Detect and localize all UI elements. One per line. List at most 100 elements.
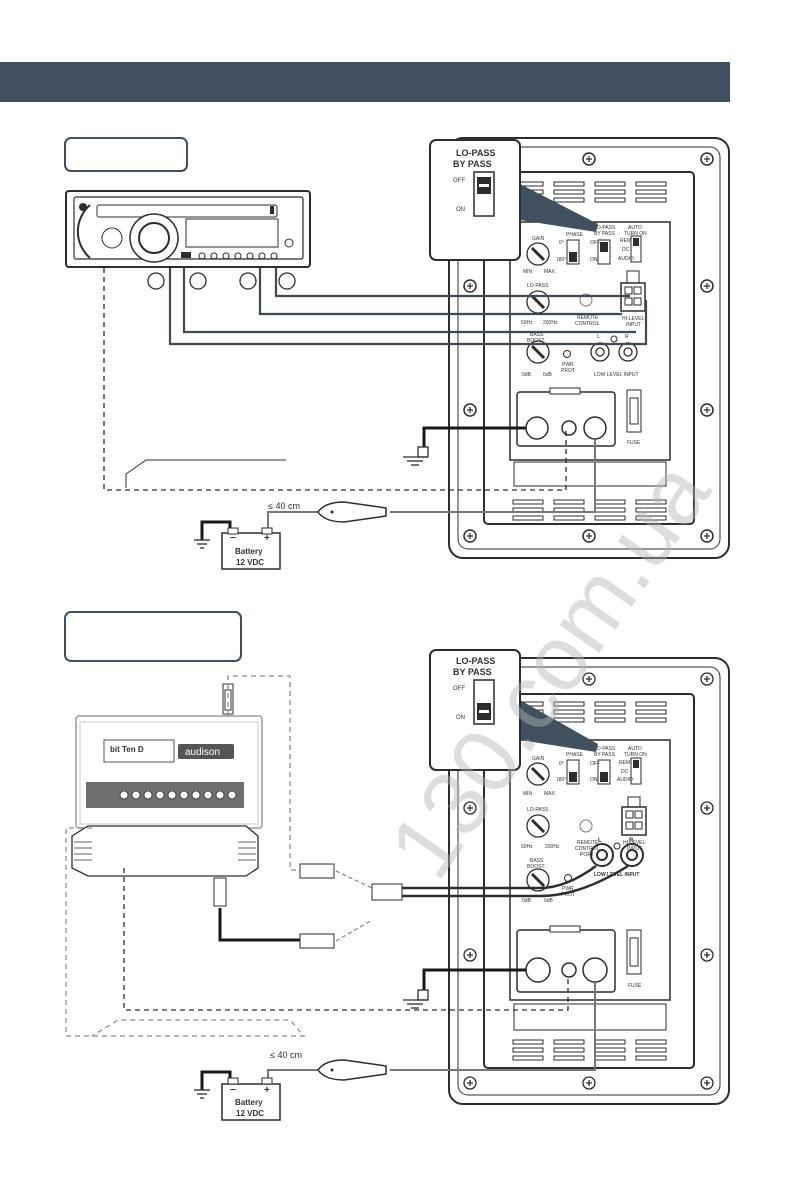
- prot-label: PROT: [561, 368, 575, 374]
- rca-input-l: [590, 342, 610, 362]
- phase-label: PHASE: [566, 752, 584, 758]
- battery-bottom: − + Battery 12 VDC: [194, 1070, 281, 1121]
- ground-symbol: [403, 989, 429, 1009]
- on-small-label: ON: [590, 257, 598, 263]
- lopass-callout-bottom: LO-PASS BY PASS OFF ON: [429, 649, 598, 771]
- distance-label: ≤ 40 cm: [270, 1050, 302, 1060]
- battery-voltage: 12 VDC: [236, 558, 264, 567]
- callout-on-label: ON: [456, 715, 465, 721]
- pwr-prot-led: [563, 350, 571, 358]
- hz200-label: 200Hz: [545, 844, 560, 850]
- db6-label: 6dB: [543, 372, 553, 378]
- power-terminal-block: [516, 387, 616, 447]
- db6-label: 6dB: [544, 898, 554, 904]
- boost-label: BOOST: [527, 864, 545, 870]
- db0-label: 0dB: [522, 372, 532, 378]
- lopass-bypass-switch: [597, 239, 611, 265]
- auto-turn-on-switch: [630, 235, 642, 263]
- max-label: MAX: [544, 269, 556, 275]
- ground-wire: [422, 968, 526, 996]
- floor-outline: [125, 459, 286, 488]
- led-indicator: [610, 335, 618, 343]
- callout-title-1: LO-PASS: [456, 656, 495, 666]
- pwr-label: PWR: [562, 362, 574, 368]
- db0-label: 0dB: [522, 898, 532, 904]
- battery-top: − + Battery 12 VDC: [194, 520, 281, 570]
- led-indicator: [613, 842, 621, 850]
- ground-symbol: [403, 446, 429, 466]
- screw-icon: [463, 152, 714, 543]
- hz200-label: 200Hz: [543, 320, 558, 326]
- bass-label: BASS: [530, 332, 544, 338]
- phase-180-label: 180°: [556, 777, 566, 783]
- processor-model: bit Ten D: [110, 745, 144, 754]
- callout-title-2: BY PASS: [453, 667, 492, 677]
- rca-input-r: [620, 843, 644, 867]
- auto-turn-on-label-1: AUTO: [628, 225, 642, 231]
- remote-control-label-2: CONTROL: [575, 846, 600, 852]
- lopass-knob: [526, 290, 550, 314]
- phase-0-label: 0°: [559, 240, 564, 246]
- lopass-bypass-label-2: BY PASS: [594, 752, 616, 758]
- fuse-holder: [626, 929, 642, 975]
- rem-label: REM: [619, 760, 630, 766]
- auto-turn-on-label-1: AUTO: [628, 746, 642, 752]
- power-wire: [267, 440, 596, 532]
- dc-label: DC: [622, 247, 630, 253]
- audio-label: AUDIO: [617, 777, 633, 783]
- amplifier: [71, 825, 259, 877]
- max-label: MAX: [544, 791, 556, 797]
- gain-label: GAIN: [532, 756, 545, 762]
- off-small-label: OFF: [590, 761, 600, 767]
- lopass-bypass-label-2: BY PASS: [594, 231, 616, 237]
- car-radio-head-unit: [65, 190, 311, 290]
- callout-title-2: BY PASS: [453, 159, 492, 169]
- phase-switch: [566, 759, 580, 785]
- phase-0-label: 0°: [559, 761, 564, 767]
- fuse-holder: [626, 389, 642, 433]
- lopass-callout-top: LO-PASS BY PASS OFF ON: [429, 139, 598, 261]
- remote-control-label-1: REMOTE: [577, 840, 599, 846]
- inline-fuse: [317, 1059, 387, 1081]
- section-label-box-top: [64, 137, 188, 172]
- gain-knob: [526, 242, 550, 266]
- min-label: MIN: [523, 791, 533, 797]
- on-small-label: ON: [590, 777, 598, 783]
- remote-control-label-2: CONTROL: [575, 321, 600, 327]
- remote-control-port: [579, 819, 593, 833]
- lopass-bypass-label-1: LO-PASS: [594, 225, 616, 231]
- remote-control-port: [579, 293, 593, 307]
- callout-title-1: LO-PASS: [456, 148, 495, 158]
- lopass-bypass-switch: [597, 759, 611, 785]
- boost-label: BOOST: [527, 338, 545, 344]
- hz50-label: 50Hz: [521, 844, 533, 850]
- callout-on-label: ON: [456, 207, 465, 213]
- bass-label: BASS: [530, 858, 544, 864]
- processor-brand: audison: [185, 747, 220, 758]
- low-level-input-label: LOW LEVEL INPUT: [594, 372, 639, 378]
- port-label: PORT: [580, 852, 594, 858]
- phase-180-label: 180°: [556, 257, 566, 263]
- distance-label: ≤ 40 cm: [268, 501, 300, 511]
- hi-level-label-2: INPUT: [626, 322, 641, 328]
- hi-level-label-1: HI-LEVEL: [622, 316, 644, 322]
- hz50-label: 50Hz: [521, 320, 533, 326]
- audio-label: AUDIO: [618, 256, 634, 262]
- bass-boost-knob: [526, 340, 550, 364]
- auto-turn-on-label-2: TURN ON: [624, 752, 647, 758]
- pwr-label: PWR: [562, 886, 574, 892]
- battery-voltage: 12 VDC: [236, 1109, 264, 1118]
- l-label: L: [597, 334, 600, 340]
- lopass-knob: [526, 814, 550, 838]
- min-label: MIN: [523, 269, 533, 275]
- dc-label: DC: [621, 769, 629, 775]
- battery-label: Battery: [235, 547, 263, 556]
- lopass-label: LO-PASS: [527, 283, 549, 289]
- remote-wire-dashed: [123, 868, 569, 1011]
- audio-processor: bit Ten D audison: [75, 683, 263, 829]
- battery-minus: −: [230, 533, 236, 544]
- battery-plus: +: [264, 533, 270, 544]
- battery-minus: −: [230, 1085, 236, 1096]
- processor-remote-wire: [65, 827, 306, 1037]
